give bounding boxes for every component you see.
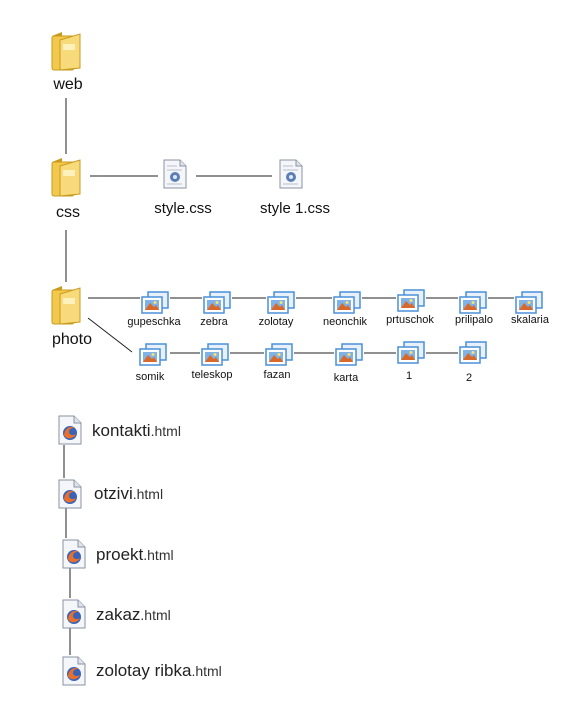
html-file-icon xyxy=(60,599,88,634)
css-file-icon xyxy=(276,158,306,195)
html-file-name: zakaz xyxy=(96,605,141,624)
html-file-label: zakaz.html xyxy=(96,605,171,625)
image-file-icon xyxy=(138,342,168,373)
html-file-name: otzivi xyxy=(94,484,133,503)
folder-css-label: css xyxy=(56,204,80,221)
image-file-label: teleskop xyxy=(191,369,233,381)
image-file-label: karta xyxy=(333,372,359,384)
connector-line xyxy=(87,317,133,353)
image-file-label: zebra xyxy=(200,316,228,328)
folder-icon xyxy=(50,284,86,331)
html-file-ext: .html xyxy=(143,547,174,563)
html-file-ext: .html xyxy=(150,423,181,439)
image-file-label: zolotay xyxy=(258,316,294,328)
image-file-label: somik xyxy=(135,371,165,383)
html-file-ext: .html xyxy=(132,486,164,502)
image-file-label: prilipalo xyxy=(455,314,493,326)
image-file-icon xyxy=(140,290,170,321)
css-file-icon xyxy=(160,158,190,195)
image-file-icon xyxy=(334,342,364,373)
image-file-label: skalaria xyxy=(511,314,549,326)
html-file-ext: .html xyxy=(140,607,171,623)
image-file-label: gupeschka xyxy=(127,316,181,328)
image-file-icon xyxy=(458,340,488,371)
html-file-icon xyxy=(60,656,88,691)
html-file-name: proekt xyxy=(96,545,144,564)
css-file-label: style 1.css xyxy=(259,200,331,217)
folder-photo-label: photo xyxy=(51,331,93,348)
folder-icon xyxy=(50,156,86,203)
image-file-icon xyxy=(200,342,230,373)
image-file-icon xyxy=(514,290,544,321)
html-file-label: proekt.html xyxy=(96,545,174,565)
image-file-icon xyxy=(396,288,426,319)
image-file-label: neonchik xyxy=(322,316,368,328)
image-file-icon xyxy=(458,290,488,321)
folder-web-label: web xyxy=(53,76,83,93)
html-file-label: otzivi.html xyxy=(94,484,163,504)
image-file-label: 2 xyxy=(465,372,473,384)
image-file-icon xyxy=(264,342,294,373)
html-file-icon xyxy=(56,415,84,450)
html-file-name: kontakti xyxy=(92,421,151,440)
html-file-icon xyxy=(60,539,88,574)
image-file-icon xyxy=(396,340,426,371)
image-file-icon xyxy=(266,290,296,321)
image-file-label: fazan xyxy=(263,369,291,381)
image-file-label: prtuschok xyxy=(386,314,434,326)
html-file-label: kontakti.html xyxy=(92,421,181,441)
html-file-icon xyxy=(56,479,84,514)
image-file-icon xyxy=(202,290,232,321)
folder-icon xyxy=(50,30,86,77)
html-file-ext: .html xyxy=(191,663,222,679)
html-file-name: zolotay ribka xyxy=(96,661,192,680)
image-file-label: 1 xyxy=(405,370,413,382)
html-file-label: zolotay ribka.html xyxy=(96,661,222,681)
css-file-label: style.css xyxy=(154,200,212,217)
image-file-icon xyxy=(332,290,362,321)
